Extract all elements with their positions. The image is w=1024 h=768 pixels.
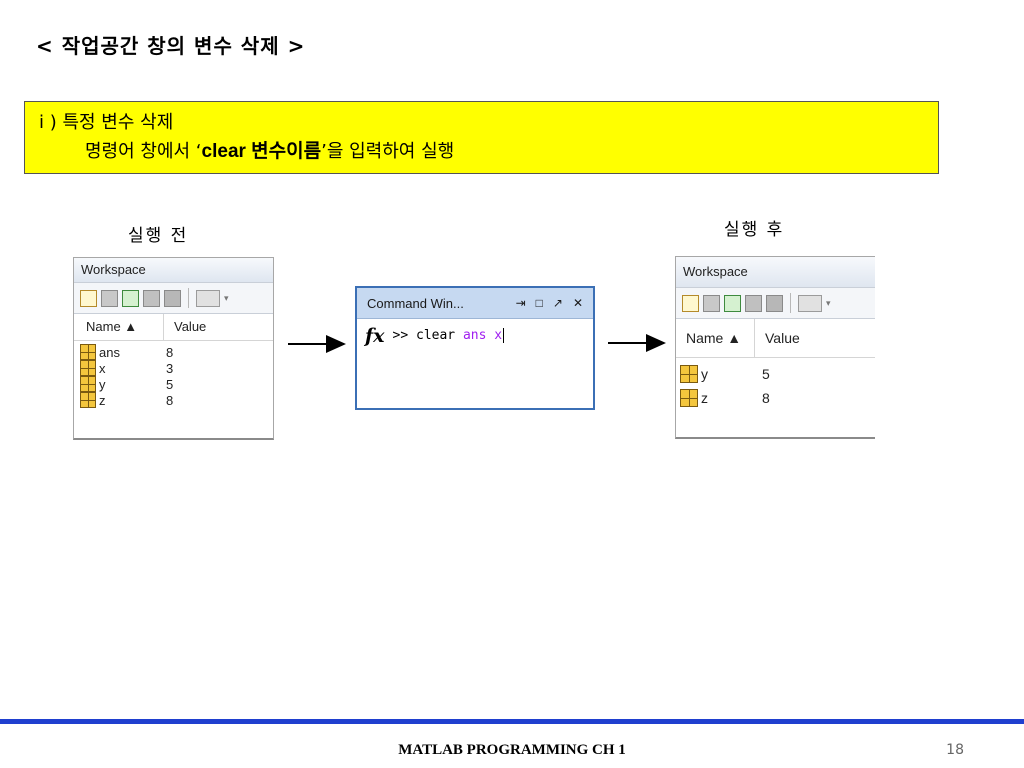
arrow-right-icon (288, 335, 346, 353)
variable-icon (80, 392, 96, 408)
import-data-icon[interactable] (724, 294, 741, 312)
variable-value: 8 (762, 390, 770, 406)
variable-icon (80, 376, 96, 392)
delete-variable-icon[interactable] (766, 294, 783, 312)
workspace-title: Workspace (676, 257, 875, 288)
variable-name-cell: y (676, 365, 762, 383)
workspace-panel-before: Workspace ▾ Name ▲ Value ans 8 x 3 y 5 z… (73, 257, 274, 440)
table-row[interactable]: ans 8 (74, 344, 273, 360)
footer-title: MATLAB PROGRAMMING CH 1 (398, 742, 626, 758)
text-cursor (503, 328, 505, 343)
command-window-body[interactable]: fx >> clear ans x (357, 319, 593, 347)
maximize-icon[interactable]: □ (535, 296, 543, 310)
import-data-icon[interactable] (122, 289, 139, 307)
table-row[interactable]: x 3 (74, 360, 273, 376)
table-row[interactable]: y 5 (74, 376, 273, 392)
column-name-header[interactable]: Name ▲ (676, 319, 755, 357)
variable-value: 5 (166, 376, 174, 392)
variable-value: 8 (166, 392, 174, 408)
toolbar-separator (188, 288, 189, 308)
command-window: Command Win... ⇥ □ ↗ ✕ fx >> clear ans x (355, 286, 595, 410)
new-variable-icon[interactable] (682, 294, 699, 312)
instruction-suffix: ’을 입력하여 실행 (321, 141, 455, 162)
instruction-box: i ) 특정 변수 삭제 명령어 창에서 ‘clear 변수이름’을 입력하여 … (24, 101, 939, 174)
instruction-line-2: 명령어 창에서 ‘clear 변수이름’을 입력하여 실행 (39, 137, 924, 166)
variable-name: z (701, 390, 708, 406)
caption-before: 실행 전 (128, 226, 189, 246)
table-row[interactable]: y 5 (676, 362, 875, 386)
variable-name-cell: z (676, 389, 762, 407)
footer-divider (0, 719, 1024, 724)
caption-after: 실행 후 (724, 220, 785, 240)
variable-name: y (701, 366, 708, 382)
workspace-toolbar: ▾ (676, 288, 875, 319)
variable-icon (80, 360, 96, 376)
instruction-line-1: i ) 특정 변수 삭제 (39, 112, 174, 133)
plot-icon[interactable] (196, 289, 220, 307)
workspace-header: Name ▲ Value (74, 314, 273, 341)
instruction-command: clear 변수이름 (201, 141, 322, 162)
chevron-down-icon[interactable]: ▾ (224, 292, 229, 303)
command-window-title: Command Win... (367, 295, 464, 311)
column-value-header[interactable]: Value (174, 319, 207, 334)
save-workspace-icon[interactable] (745, 294, 762, 312)
plot-icon[interactable] (798, 294, 822, 312)
command-prompt: >> clear (392, 328, 463, 343)
open-variable-icon[interactable] (703, 294, 720, 312)
workspace-panel-after: Workspace ▾ Name ▲ Value y 5 z 8 (675, 256, 875, 439)
workspace-header: Name ▲ Value (676, 319, 875, 358)
variable-value: 8 (166, 344, 174, 360)
variable-list: y 5 z 8 (676, 358, 875, 410)
slide-title: < 작업공간 창의 변수 삭제 > (36, 34, 306, 58)
variable-name-cell: y (74, 376, 166, 392)
workspace-toolbar: ▾ (74, 283, 273, 314)
table-row[interactable]: z 8 (74, 392, 273, 408)
table-row[interactable]: z 8 (676, 386, 875, 410)
variable-name: ans (99, 344, 120, 360)
variable-value: 5 (762, 366, 770, 382)
page-number: 18 (946, 742, 964, 758)
close-icon[interactable]: ✕ (572, 296, 583, 310)
variable-name: x (99, 360, 106, 376)
variable-name-cell: ans (74, 344, 166, 360)
command-arguments: ans x (462, 328, 503, 343)
variable-name-cell: x (74, 360, 166, 376)
new-variable-icon[interactable] (80, 289, 97, 307)
undock-icon[interactable]: ↗ (552, 296, 563, 310)
dock-icon[interactable]: ⇥ (515, 296, 526, 310)
command-window-titlebar: Command Win... ⇥ □ ↗ ✕ (357, 288, 593, 319)
delete-variable-icon[interactable] (164, 289, 181, 307)
variable-icon (680, 365, 698, 383)
save-workspace-icon[interactable] (143, 289, 160, 307)
variable-name-cell: z (74, 392, 166, 408)
variable-name: y (99, 376, 106, 392)
variable-value: 3 (166, 360, 174, 376)
variable-icon (80, 344, 96, 360)
column-value-header[interactable]: Value (765, 330, 800, 346)
chevron-down-icon[interactable]: ▾ (826, 297, 831, 308)
variable-list: ans 8 x 3 y 5 z 8 (74, 341, 273, 408)
open-variable-icon[interactable] (101, 289, 118, 307)
workspace-title: Workspace (74, 258, 273, 283)
function-browser-icon[interactable]: fx (365, 325, 385, 347)
command-input[interactable]: >> clear ans x (393, 327, 505, 345)
variable-icon (680, 389, 698, 407)
arrow-right-icon (608, 334, 666, 352)
instruction-prefix: 명령어 창에서 ‘ (85, 141, 202, 162)
column-name-header[interactable]: Name ▲ (74, 314, 164, 340)
variable-name: z (99, 392, 106, 408)
toolbar-separator (790, 293, 791, 313)
